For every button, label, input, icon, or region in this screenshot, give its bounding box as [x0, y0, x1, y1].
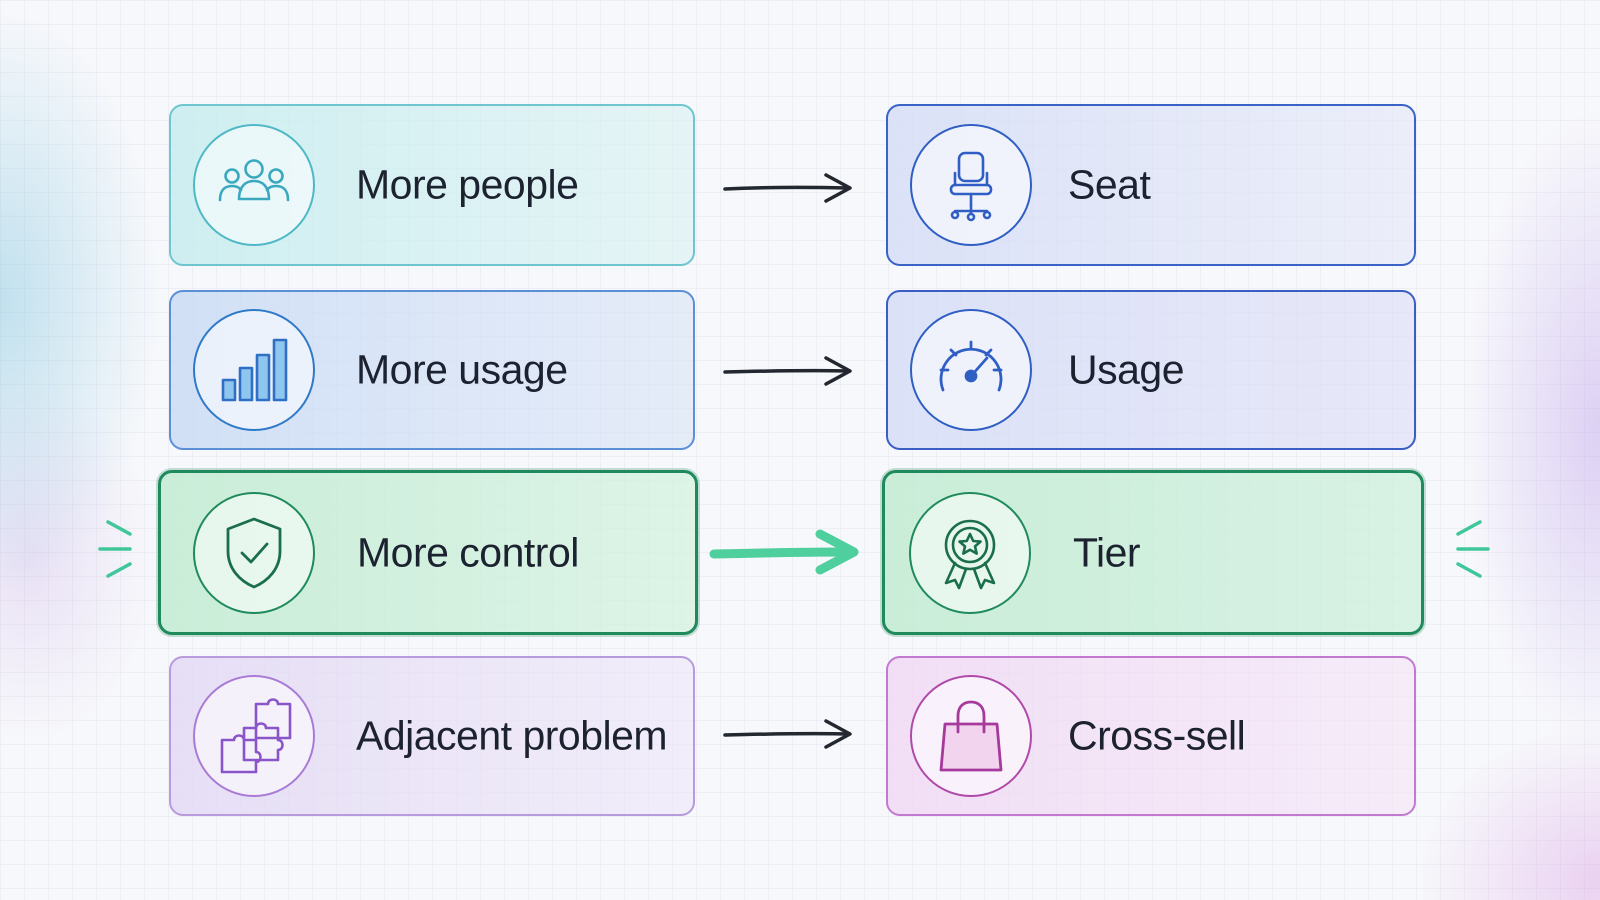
pricing-label-usage: Usage — [1068, 346, 1185, 393]
emphasis-marks-right — [1456, 520, 1490, 578]
arrow-more-people-to-seat — [723, 173, 852, 203]
pricing-label-tier: Tier — [1073, 529, 1141, 575]
driver-box-more-people: More people — [169, 104, 695, 266]
bag-circle — [910, 675, 1032, 797]
puzzle-pieces-icon — [220, 698, 292, 774]
driver-box-adjacent-problem: Adjacent problem — [169, 656, 695, 816]
people-circle — [193, 124, 315, 246]
puzzle-circle — [193, 675, 315, 797]
shield-circle — [193, 491, 315, 614]
bar-chart-icon — [221, 338, 288, 402]
arrow-adjacent-problem-to-cross-sell — [723, 719, 852, 749]
arrow-more-usage-to-usage — [723, 356, 852, 386]
pricing-box-cross-sell: Cross-sell — [886, 656, 1416, 816]
driver-box-more-control: More control — [158, 470, 698, 635]
office-chair-icon — [949, 151, 993, 222]
driver-box-more-usage: More usage — [169, 290, 695, 450]
shopping-bag-icon — [939, 700, 1003, 772]
pricing-box-usage: Usage — [886, 290, 1416, 450]
people-group-icon — [218, 159, 290, 202]
speedometer-circle — [910, 309, 1032, 431]
driver-label-adjacent-problem: Adjacent problem — [356, 712, 668, 759]
pricing-box-tier: Tier — [882, 470, 1424, 635]
pricing-box-seat: Seat — [886, 104, 1416, 266]
pricing-label-seat: Seat — [1068, 161, 1151, 208]
speedometer-icon — [939, 340, 1003, 392]
arrow-more-control-to-tier — [709, 529, 859, 575]
award-badge-icon — [944, 519, 996, 589]
driver-label-more-people: More people — [356, 161, 579, 208]
award-circle — [909, 491, 1031, 614]
shield-check-icon — [226, 517, 282, 588]
bar-chart-circle — [193, 309, 315, 431]
chair-circle — [910, 124, 1032, 246]
driver-label-more-usage: More usage — [356, 346, 568, 393]
emphasis-marks-left — [98, 520, 132, 578]
pricing-label-cross-sell: Cross-sell — [1068, 712, 1246, 759]
driver-label-more-control: More control — [357, 529, 579, 575]
